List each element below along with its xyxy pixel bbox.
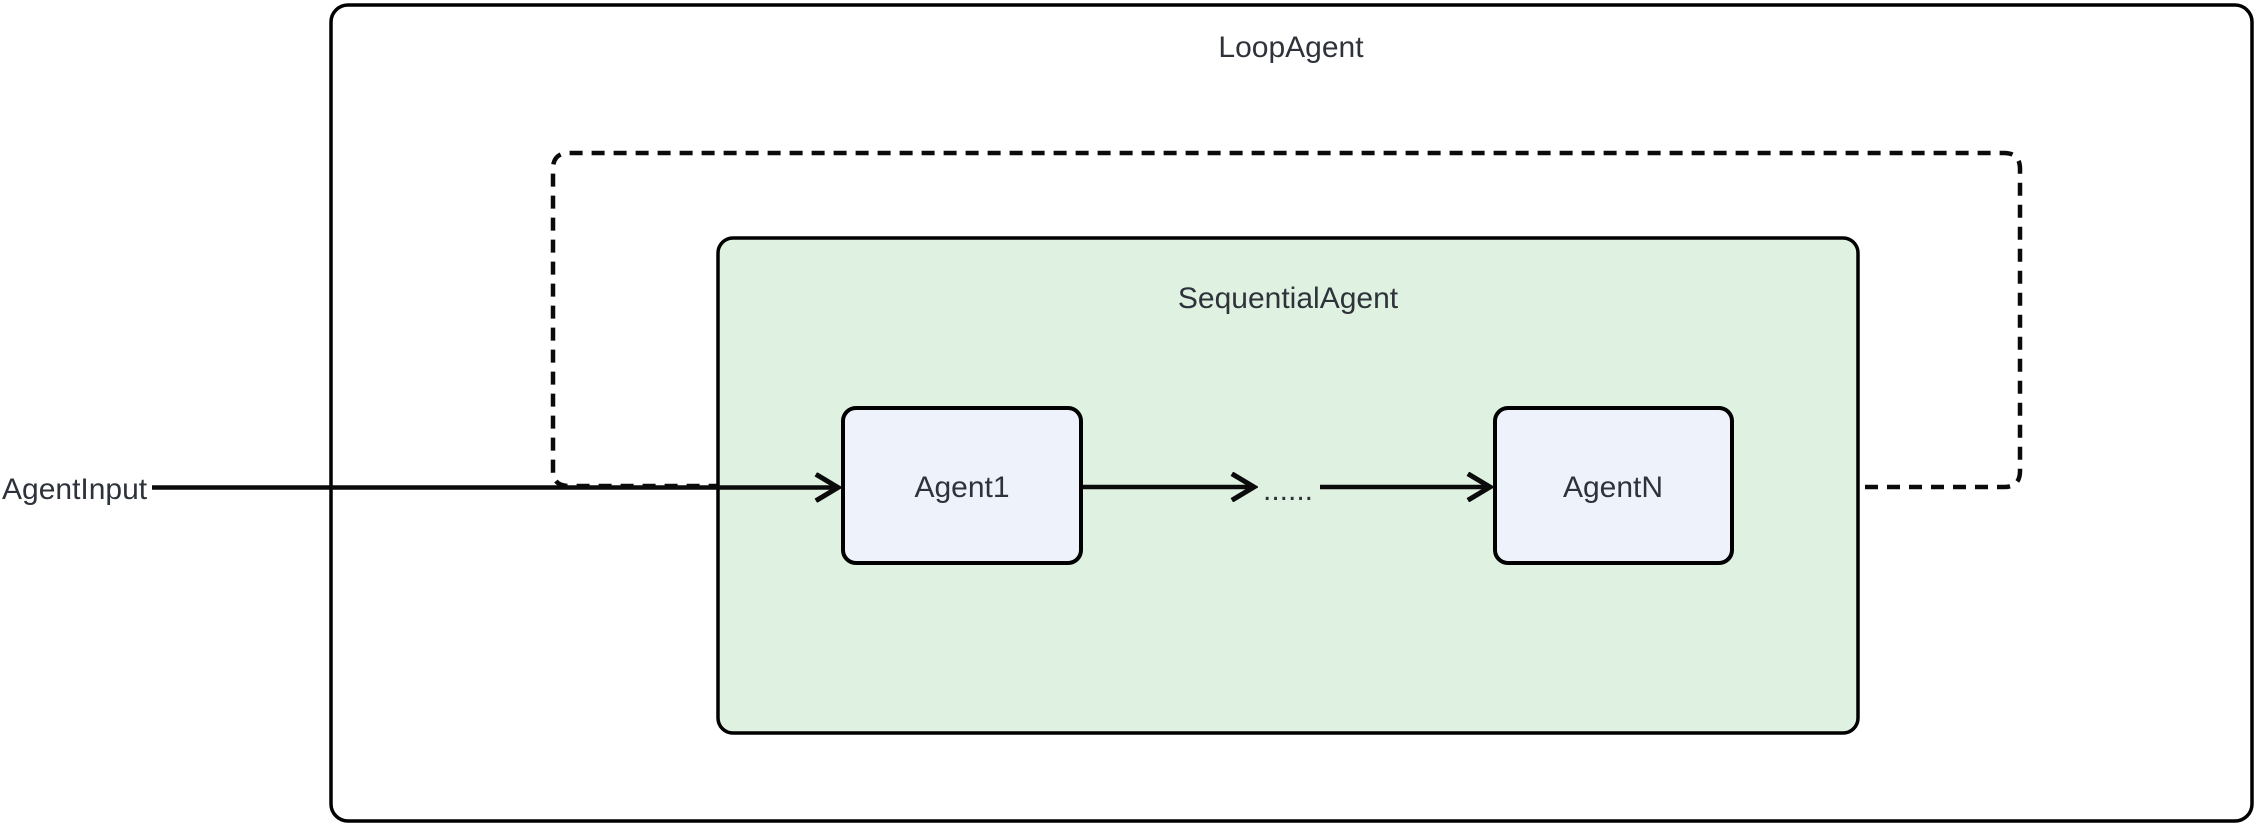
loop-back-dashed-edge [550,150,2023,490]
node-agentn [1493,406,1734,565]
node-agentn-label: AgentN [1563,471,1663,504]
loop-agent-label: LoopAgent [1218,31,1364,64]
ellipsis-label: ...... [1263,474,1313,507]
sequential-agent-label: SequentialAgent [1178,282,1399,315]
node-agent1-label: Agent1 [914,471,1009,504]
agent-input-label: AgentInput [2,473,148,506]
node-agent1 [841,406,1083,565]
